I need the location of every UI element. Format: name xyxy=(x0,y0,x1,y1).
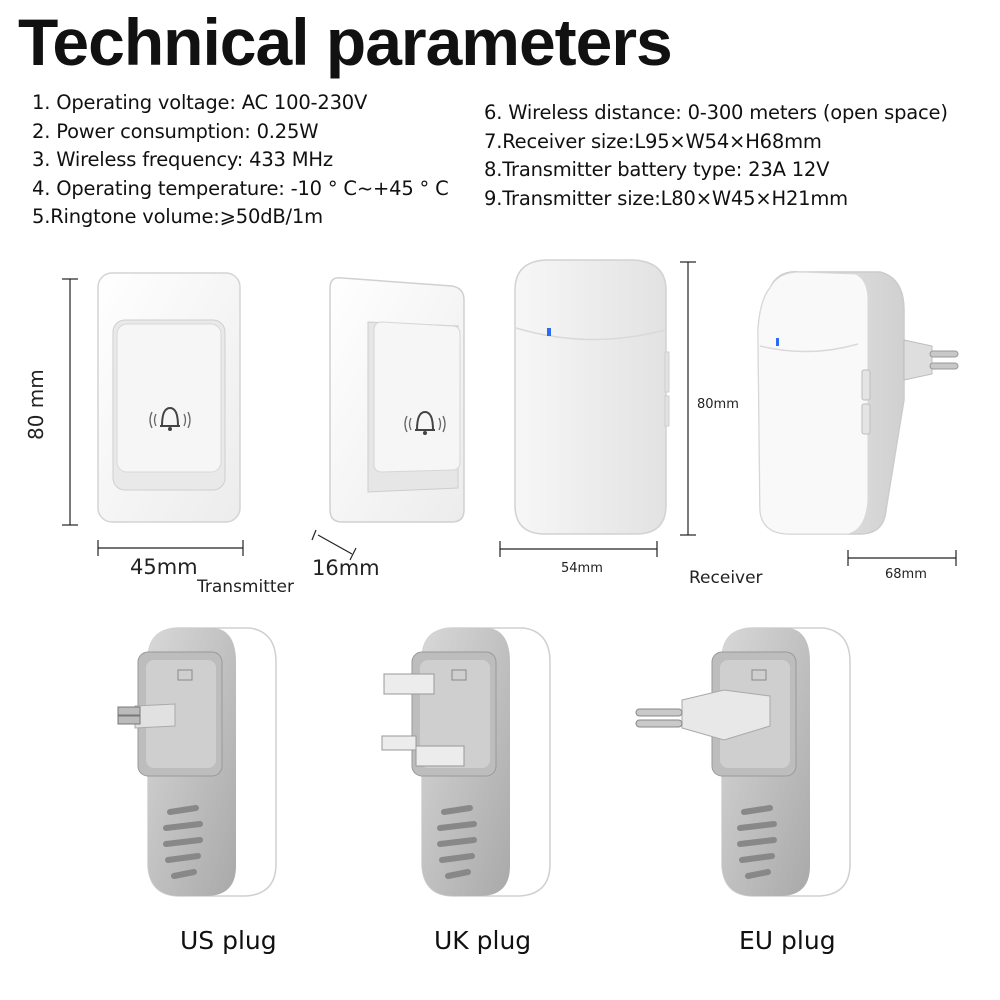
transmitter-side xyxy=(329,276,465,523)
receiver-depth-label: 68mm xyxy=(885,567,927,582)
transmitter-dimension-lines xyxy=(62,278,357,561)
transmitter-depth-label: 16mm xyxy=(312,556,380,580)
bell-icon xyxy=(149,406,191,431)
page-title: Technical parameters xyxy=(18,5,673,79)
transmitter-label: Transmitter xyxy=(197,577,294,597)
receiver-label: Receiver xyxy=(689,568,763,588)
spec-item: 1. Operating voltage: AC 100-230V xyxy=(32,91,368,114)
spec-item: 2. Power consumption: 0.25W xyxy=(32,119,319,143)
uk-plug-unit xyxy=(381,627,551,897)
bell-icon xyxy=(404,410,446,435)
spec-item: 6. Wireless distance: 0-300 meters (open… xyxy=(484,101,948,124)
spec-item: 9.Transmitter size:L80×W45×H21mm xyxy=(484,186,848,210)
receiver-front xyxy=(514,259,670,535)
eu-plug-unit xyxy=(635,627,851,897)
receiver-side xyxy=(757,271,959,535)
receiver-dimension-lines xyxy=(499,261,957,566)
transmitter-front xyxy=(97,272,241,523)
transmitter-width-label: 45mm xyxy=(130,555,198,579)
specs-right-list: 6. Wireless distance: 0-300 meters (open… xyxy=(484,99,948,213)
spec-item: 4. Operating temperature: -10 ° C~+45 ° … xyxy=(32,176,449,200)
spec-item: 7.Receiver size:L95×W54×H68mm xyxy=(484,129,822,153)
spec-item: 3. Wireless frequency: 433 MHz xyxy=(32,148,333,171)
transmitter-height-label: 80 mm xyxy=(24,369,48,440)
us-plug-unit xyxy=(117,627,277,897)
specs-left-list: 1. Operating voltage: AC 100-230V 2. Pow… xyxy=(32,89,449,232)
spec-item: 8.Transmitter battery type: 23A 12V xyxy=(484,158,830,181)
us-plug-label: US plug xyxy=(180,926,277,955)
uk-plug-label: UK plug xyxy=(434,926,532,955)
receiver-height-label: 80mm xyxy=(697,397,739,412)
eu-plug-label: EU plug xyxy=(739,926,836,955)
receiver-width-label: 54mm xyxy=(561,561,603,576)
spec-item: 5.Ringtone volume:⩾50dB/1m xyxy=(32,205,323,228)
